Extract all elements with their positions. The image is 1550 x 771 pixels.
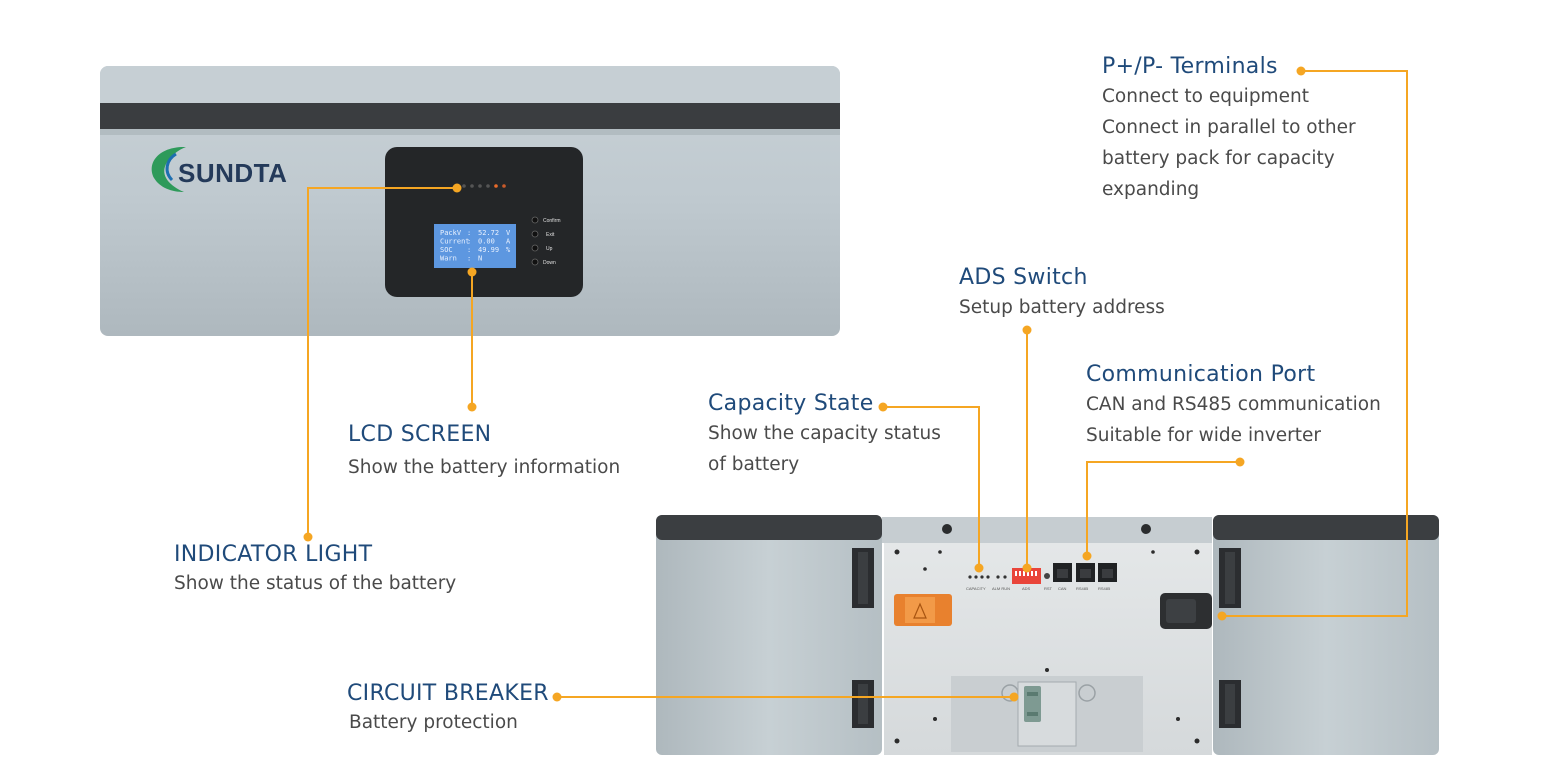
callout-circuit-breaker: CIRCUIT BREAKER Battery protection bbox=[347, 681, 549, 738]
circuit-breaker bbox=[951, 676, 1143, 752]
rear-left-housing bbox=[656, 515, 882, 755]
rear-battery-unit: CAPACITY ALM RUN ADS RST CAN RS485 RS485 bbox=[656, 515, 1439, 755]
lcd-sep: : bbox=[467, 229, 471, 237]
lcd-value: 49.99 bbox=[478, 246, 499, 254]
svg-text:CAN: CAN bbox=[1058, 586, 1067, 591]
bracket-screw-icon bbox=[1141, 524, 1151, 534]
brand-logo: SUNDTA bbox=[151, 146, 287, 192]
svg-text:ADS: ADS bbox=[1022, 586, 1031, 591]
lcd-unit: A bbox=[506, 238, 511, 246]
lcd-sep: : bbox=[467, 246, 471, 254]
callout-description: Connect to equipment Connect in parallel… bbox=[1102, 86, 1356, 200]
communication-port-leader bbox=[1086, 461, 1240, 556]
lcd-label: Warn bbox=[440, 255, 457, 263]
svg-text:RST: RST bbox=[1044, 586, 1053, 591]
callout-title: CIRCUIT BREAKER bbox=[347, 681, 549, 706]
panel-screws bbox=[894, 549, 1200, 744]
confirm-button-icon[interactable] bbox=[531, 216, 539, 224]
callout-title: P+/P- Terminals bbox=[1102, 54, 1278, 79]
callout-communication-port: Communication Port CAN and RS485 communi… bbox=[1086, 362, 1381, 451]
indicator-led-icon bbox=[470, 184, 474, 188]
callout-terminals: P+/P- Terminals Connect to equipment Con… bbox=[1102, 54, 1356, 205]
port-labels: CAPACITY ALM RUN ADS RST CAN RS485 RS485 bbox=[966, 586, 1111, 591]
callout-title: LCD SCREEN bbox=[348, 422, 492, 447]
communication-ports bbox=[1053, 563, 1117, 582]
svg-text:RS485: RS485 bbox=[1098, 586, 1111, 591]
indicator-leds bbox=[462, 184, 506, 188]
callout-description: Battery protection bbox=[349, 712, 518, 733]
callout-lines bbox=[307, 70, 1408, 698]
svg-text:CAPACITY: CAPACITY bbox=[966, 586, 986, 591]
logo-swoosh-icon bbox=[151, 146, 186, 192]
exit-button-icon[interactable] bbox=[531, 230, 539, 238]
callout-ads-switch: ADS Switch Setup battery address bbox=[959, 265, 1165, 323]
lcd-label: SOC bbox=[440, 246, 453, 254]
lcd-label: Current bbox=[440, 238, 470, 246]
capacity-state-leader bbox=[883, 406, 980, 568]
lcd-value: N bbox=[478, 255, 482, 263]
lcd-value: 0.00 bbox=[478, 238, 495, 246]
rear-left-top-band bbox=[656, 515, 882, 540]
rear-right-housing bbox=[1213, 515, 1439, 755]
positive-terminal-connector bbox=[894, 594, 952, 626]
up-button-label: Up bbox=[546, 246, 553, 252]
breaker-switch-icon[interactable] bbox=[1024, 686, 1041, 722]
reset-button-icon[interactable] bbox=[1044, 573, 1050, 579]
front-top-band bbox=[100, 103, 840, 129]
panel-buttons: Confirm Exit Up Down bbox=[531, 216, 561, 266]
indicator-led-icon bbox=[486, 184, 490, 188]
indicator-led-icon bbox=[502, 184, 506, 188]
down-button-icon[interactable] bbox=[531, 258, 539, 266]
lcd-display bbox=[434, 224, 516, 268]
callout-lcd-screen: LCD SCREEN Show the battery information bbox=[348, 422, 620, 483]
lcd-label: PackV bbox=[440, 229, 462, 237]
callout-description: Setup battery address bbox=[959, 297, 1165, 318]
confirm-button-label: Confirm bbox=[543, 218, 561, 224]
rear-right-top-band bbox=[1213, 515, 1439, 540]
negative-terminal-connector bbox=[1160, 593, 1212, 629]
callout-description: Show the capacity status of battery bbox=[708, 423, 941, 475]
callout-description: Show the battery information bbox=[348, 457, 621, 478]
callout-description: CAN and RS485 communication Suitable for… bbox=[1086, 394, 1381, 446]
up-button-icon[interactable] bbox=[531, 244, 539, 252]
callout-indicator-light: INDICATOR LIGHT Show the status of the b… bbox=[174, 542, 456, 599]
svg-text:ALM RUN: ALM RUN bbox=[992, 586, 1010, 591]
lcd-unit: V bbox=[506, 229, 511, 237]
down-button-label: Down bbox=[543, 260, 556, 266]
lcd-value: 52.72 bbox=[478, 229, 499, 237]
lcd-sep: : bbox=[467, 238, 471, 246]
lcd-unit: % bbox=[506, 246, 511, 254]
capacity-leds bbox=[968, 575, 1007, 579]
callout-capacity-state: Capacity State Show the capacity status … bbox=[708, 391, 941, 480]
exit-button-label: Exit bbox=[546, 232, 555, 238]
callout-description: Show the status of the battery bbox=[174, 573, 457, 594]
terminals-leader bbox=[1222, 70, 1408, 617]
indicator-led-icon bbox=[478, 184, 482, 188]
logo-text: SUNDTA bbox=[178, 158, 287, 188]
callout-title: Communication Port bbox=[1086, 362, 1316, 387]
callout-title: INDICATOR LIGHT bbox=[174, 542, 373, 567]
callout-title: Capacity State bbox=[708, 391, 874, 416]
bracket-screw-icon bbox=[942, 524, 952, 534]
callout-title: ADS Switch bbox=[959, 265, 1088, 290]
lcd-sep: : bbox=[467, 255, 471, 263]
indicator-led-icon bbox=[494, 184, 498, 188]
rear-bracket bbox=[882, 517, 1212, 543]
callout-dots bbox=[303, 66, 1306, 702]
indicator-led-icon bbox=[462, 184, 466, 188]
indicator-light-leader bbox=[307, 187, 457, 537]
svg-text:RS485: RS485 bbox=[1076, 586, 1089, 591]
